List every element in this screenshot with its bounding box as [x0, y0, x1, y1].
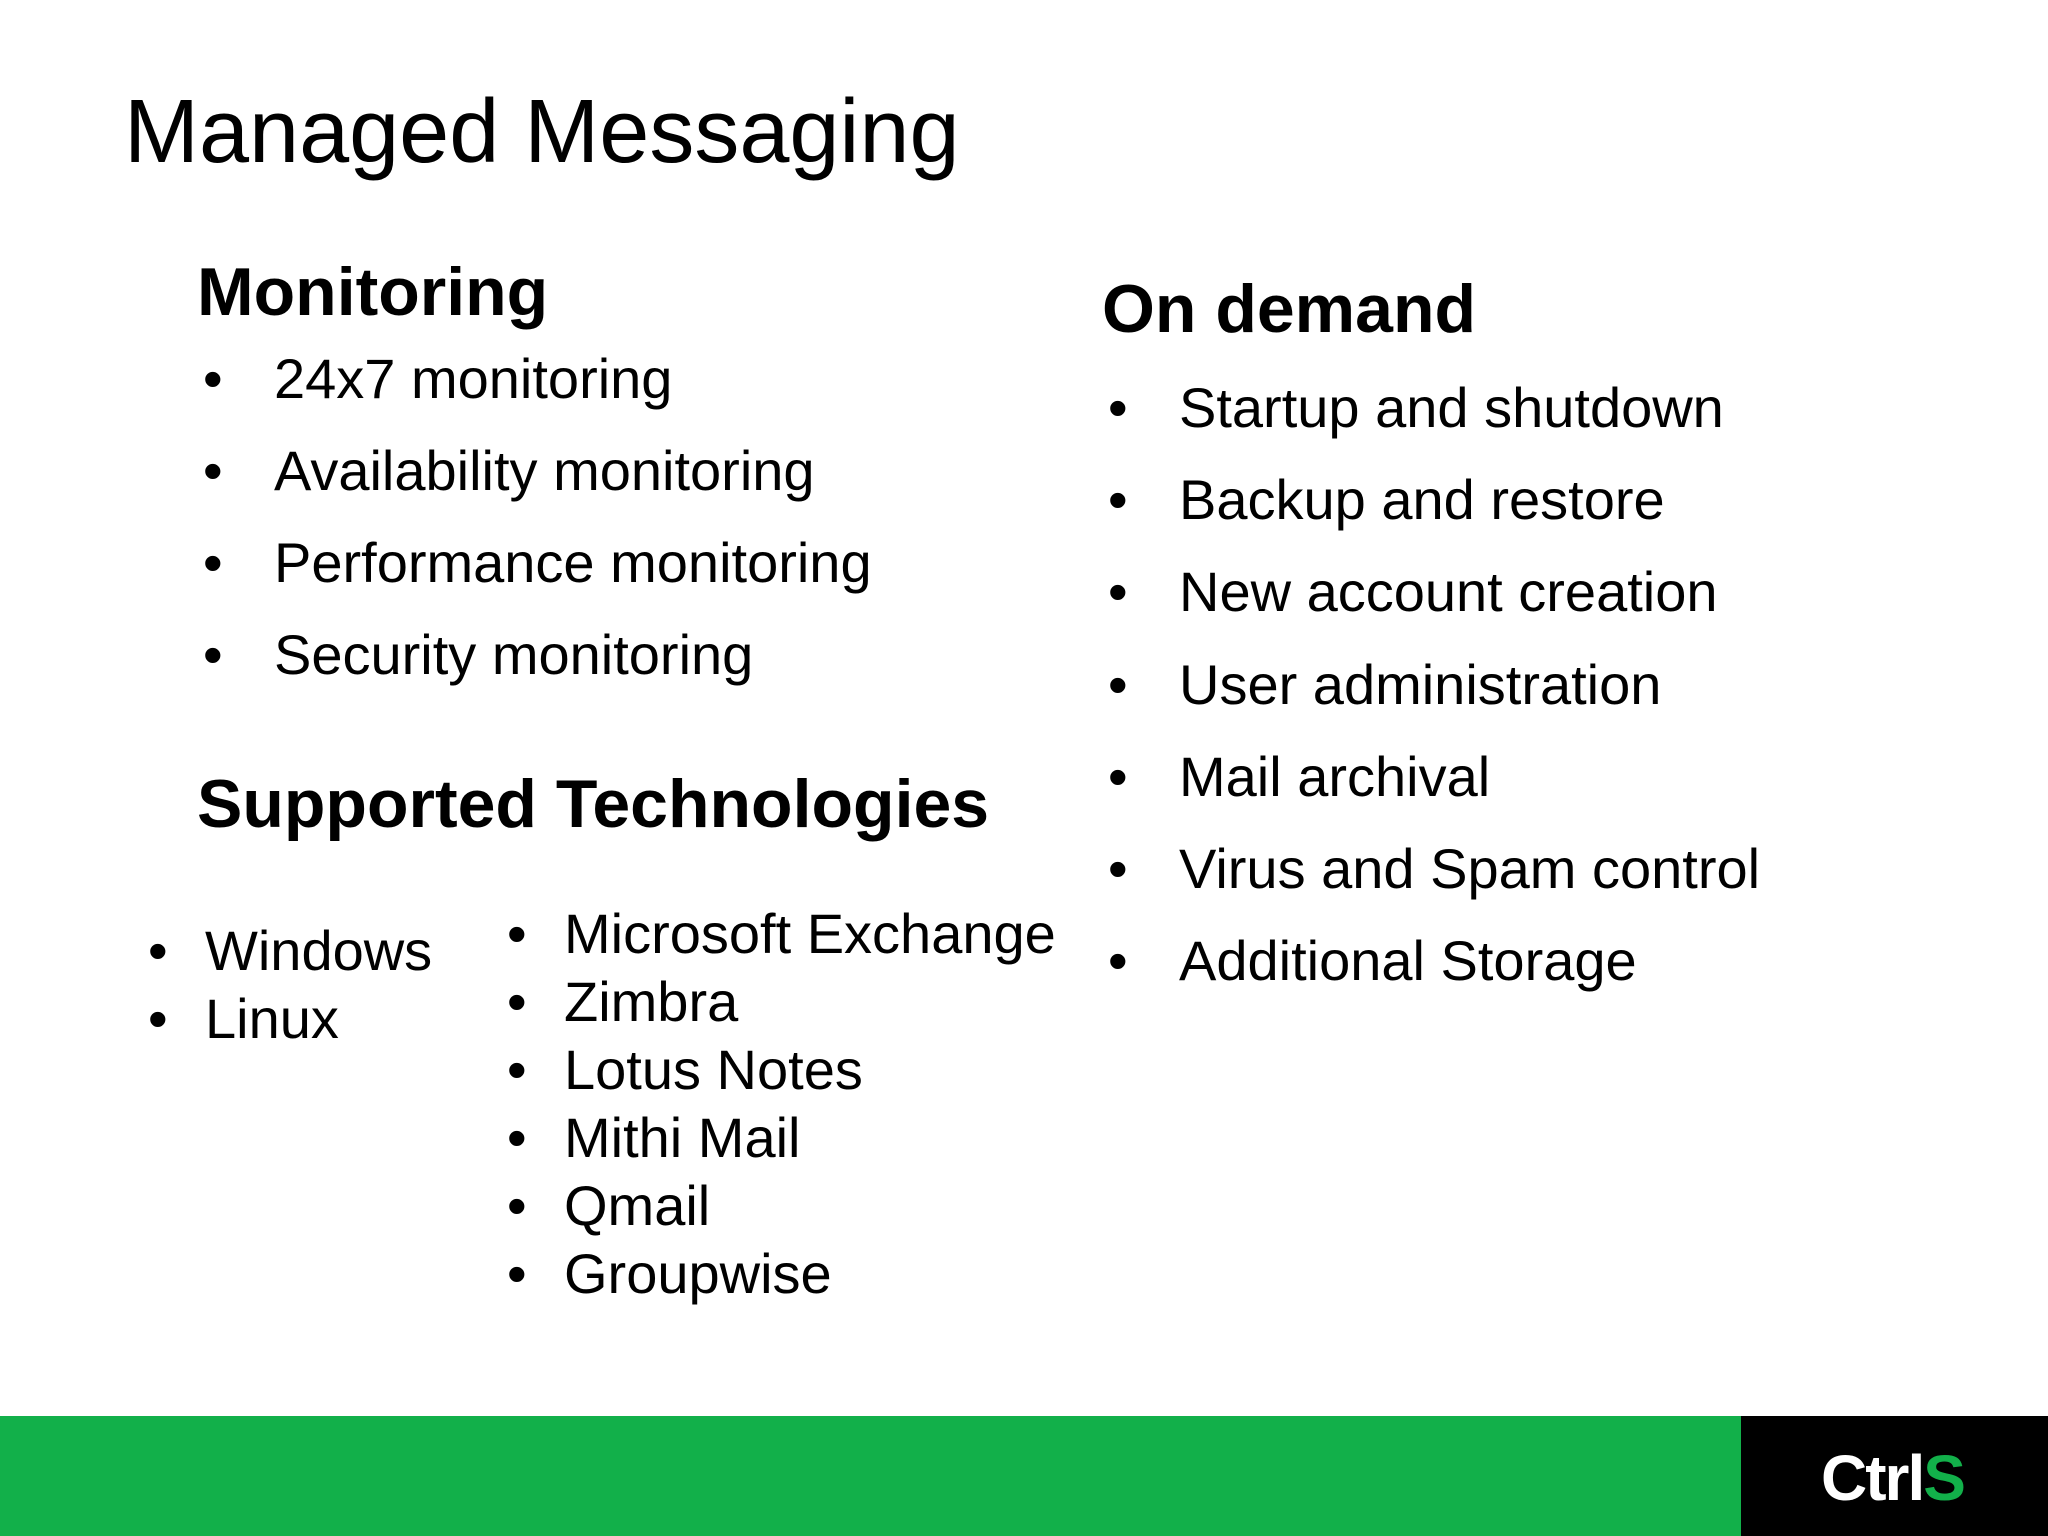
list-item-text: Mithi Mail	[564, 1106, 801, 1169]
list-item-text: Performance monitoring	[274, 531, 872, 594]
bullet-icon: •	[203, 623, 223, 686]
list-item-text: Virus and Spam control	[1179, 837, 1761, 900]
bullet-icon: •	[507, 1242, 527, 1305]
list-item-text: User administration	[1179, 652, 1662, 716]
list-item-text: Lotus Notes	[564, 1038, 863, 1101]
bullet-icon: •	[1108, 560, 1128, 624]
bullet-icon: •	[148, 987, 168, 1050]
bullet-icon: •	[203, 347, 223, 410]
ctrls-logo: CtrlS	[1821, 1442, 1966, 1514]
bullet-icon: •	[1108, 929, 1128, 993]
bullet-icon: •	[203, 531, 223, 594]
bullet-icon: •	[1108, 652, 1128, 716]
list-item-text: Zimbra	[564, 970, 739, 1033]
bullet-icon: •	[507, 902, 527, 965]
on-demand-heading: On demand	[1102, 271, 1477, 347]
bullet-icon: •	[507, 1038, 527, 1101]
list-item-text: Qmail	[564, 1174, 711, 1237]
bullet-icon: •	[1108, 837, 1128, 900]
list-item-text: Groupwise	[564, 1242, 832, 1305]
bullet-icon: •	[203, 439, 223, 502]
footer-bar: CtrlS	[0, 1416, 2048, 1536]
logo-box: CtrlS	[1741, 1416, 2048, 1536]
monitoring-heading: Monitoring	[197, 254, 549, 330]
bullet-icon: •	[148, 919, 168, 982]
list-item-text: Mail archival	[1179, 744, 1491, 808]
bullet-icon: •	[1108, 744, 1128, 808]
list-item-text: Backup and restore	[1179, 468, 1665, 532]
list-item-text: Windows	[205, 919, 433, 982]
list-item-text: Additional Storage	[1179, 929, 1637, 993]
list-item-text: Microsoft Exchange	[564, 902, 1056, 965]
list-item-text: New account creation	[1179, 560, 1718, 624]
bullet-icon: •	[507, 970, 527, 1033]
slide-title: Managed Messaging	[124, 82, 960, 182]
bullet-icon: •	[1108, 468, 1128, 532]
list-item-text: Linux	[205, 987, 339, 1050]
list-item-text: Startup and shutdown	[1179, 376, 1724, 439]
list-item-text: Security monitoring	[274, 623, 754, 686]
list-item-text: 24x7 monitoring	[274, 347, 673, 410]
bullet-icon: •	[507, 1174, 527, 1237]
bullet-icon: •	[507, 1106, 527, 1169]
bullet-icon: •	[1108, 376, 1128, 439]
supported-technologies-heading: Supported Technologies	[197, 766, 990, 842]
list-item-text: Availability monitoring	[274, 439, 815, 502]
